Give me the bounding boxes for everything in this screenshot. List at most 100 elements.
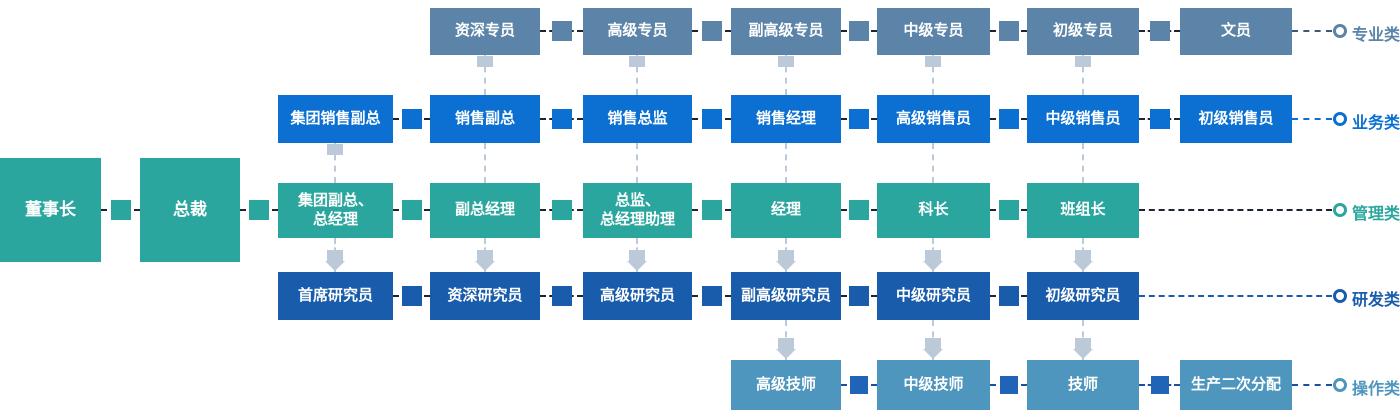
h-connector	[393, 109, 430, 129]
node-president: 总裁	[140, 158, 240, 262]
h-connector	[990, 200, 1027, 220]
node-senior-technician: 高级技师	[731, 360, 841, 410]
track-tail-line	[1292, 118, 1332, 120]
down-arrow-marker	[923, 250, 943, 271]
guide-square-marker	[629, 56, 645, 67]
category-label-business: 业务类	[1352, 115, 1400, 132]
node-sub-senior-researcher: 副高级研究员	[731, 272, 841, 320]
node-deputy-general-manager: 副总经理	[430, 183, 540, 238]
down-arrow-marker	[923, 338, 943, 359]
down-arrow-marker	[475, 250, 495, 271]
h-connector	[990, 286, 1027, 306]
h-connector	[692, 109, 731, 129]
down-arrow-marker	[1073, 338, 1093, 359]
guide-square-marker	[778, 56, 794, 67]
guide-square-marker	[925, 56, 941, 67]
node-chairman: 董事长	[0, 158, 101, 262]
connector-square	[110, 200, 131, 220]
h-connector	[841, 286, 877, 306]
h-connector	[692, 200, 731, 220]
node-technician: 技师	[1027, 360, 1139, 410]
node-senior-researcher: 高级研究员	[583, 272, 692, 320]
connector-square	[849, 200, 869, 220]
node-group-sales-vp: 集团销售副总	[278, 95, 393, 143]
h-connector	[393, 286, 430, 306]
guide-square-marker	[327, 144, 343, 155]
connector-square	[849, 21, 869, 41]
h-connector	[990, 109, 1027, 129]
h-connector	[540, 200, 583, 220]
h-connector	[101, 200, 140, 220]
guide-square-marker	[477, 56, 493, 67]
h-connector	[841, 109, 877, 129]
h-connector	[841, 375, 877, 395]
connector-square	[401, 200, 422, 220]
track-tail-line	[1292, 30, 1332, 32]
node-manager: 经理	[731, 183, 841, 238]
node-junior-salesperson: 初级销售员	[1180, 95, 1292, 143]
track-endpoint-ring	[1333, 203, 1347, 217]
connector-square	[999, 376, 1018, 394]
down-arrow-marker	[325, 250, 345, 271]
node-director-gm-assistant: 总监、 总经理助理	[583, 183, 692, 238]
connector-square	[551, 109, 572, 129]
h-connector	[540, 21, 583, 41]
connector-square	[701, 286, 722, 306]
connector-square	[551, 21, 572, 41]
connector-square	[1149, 109, 1170, 129]
track-endpoint-ring	[1333, 24, 1347, 38]
connector-square	[401, 109, 422, 129]
node-intermediate-technician: 中级技师	[877, 360, 990, 410]
h-connector	[692, 21, 731, 41]
h-connector	[540, 109, 583, 129]
category-label-professional: 专业类	[1352, 27, 1400, 44]
v-guide-line	[484, 143, 486, 183]
v-guide-line	[785, 55, 787, 95]
category-label-operation: 操作类	[1352, 381, 1400, 398]
connector-square	[849, 286, 869, 306]
category-label-management: 管理类	[1352, 206, 1400, 223]
h-connector	[692, 286, 731, 306]
h-connector	[1139, 21, 1180, 41]
v-guide-line	[932, 143, 934, 183]
h-connector	[393, 200, 430, 220]
connector-square	[849, 109, 869, 129]
v-guide-line	[785, 143, 787, 183]
node-senior-specialist: 资深专员	[430, 8, 540, 55]
node-sub-senior-specialist: 副高级专员	[731, 8, 841, 55]
node-sales-manager: 销售经理	[731, 95, 841, 143]
track-endpoint-ring	[1333, 378, 1347, 392]
node-team-leader: 班组长	[1027, 183, 1139, 238]
connector-square	[1150, 376, 1169, 394]
node-sales-vp: 销售副总	[430, 95, 540, 143]
v-guide-line	[1082, 143, 1084, 183]
node-veteran-researcher: 资深研究员	[430, 272, 540, 320]
h-connector	[841, 200, 877, 220]
node-section-chief: 科长	[877, 183, 990, 238]
h-connector	[1139, 375, 1180, 395]
h-connector	[990, 21, 1027, 41]
down-arrow-marker	[1073, 250, 1093, 271]
track-endpoint-ring	[1333, 289, 1347, 303]
node-intermediate-salesperson: 中级销售员	[1027, 95, 1139, 143]
connector-square	[701, 200, 722, 220]
node-chief-researcher: 首席研究员	[278, 272, 393, 320]
connector-square	[551, 286, 572, 306]
connector-square	[1149, 21, 1170, 41]
node-senior-salesperson: 高级销售员	[877, 95, 990, 143]
track-endpoint-ring	[1333, 112, 1347, 126]
node-junior-researcher: 初级研究员	[1027, 272, 1139, 320]
down-arrow-marker	[627, 250, 647, 271]
connector-square	[401, 286, 422, 306]
node-group-vp-general-manager: 集团副总、 总经理	[278, 183, 393, 238]
down-arrow-marker	[776, 338, 796, 359]
down-arrow-marker	[776, 250, 796, 271]
node-clerk: 文员	[1180, 8, 1292, 55]
h-connector	[1139, 109, 1180, 129]
v-guide-line	[1082, 55, 1084, 95]
h-connector	[240, 200, 278, 220]
v-guide-line	[636, 143, 638, 183]
connector-square	[998, 286, 1019, 306]
node-advanced-specialist: 高级专员	[583, 8, 692, 55]
track-tail-line	[1292, 384, 1332, 386]
